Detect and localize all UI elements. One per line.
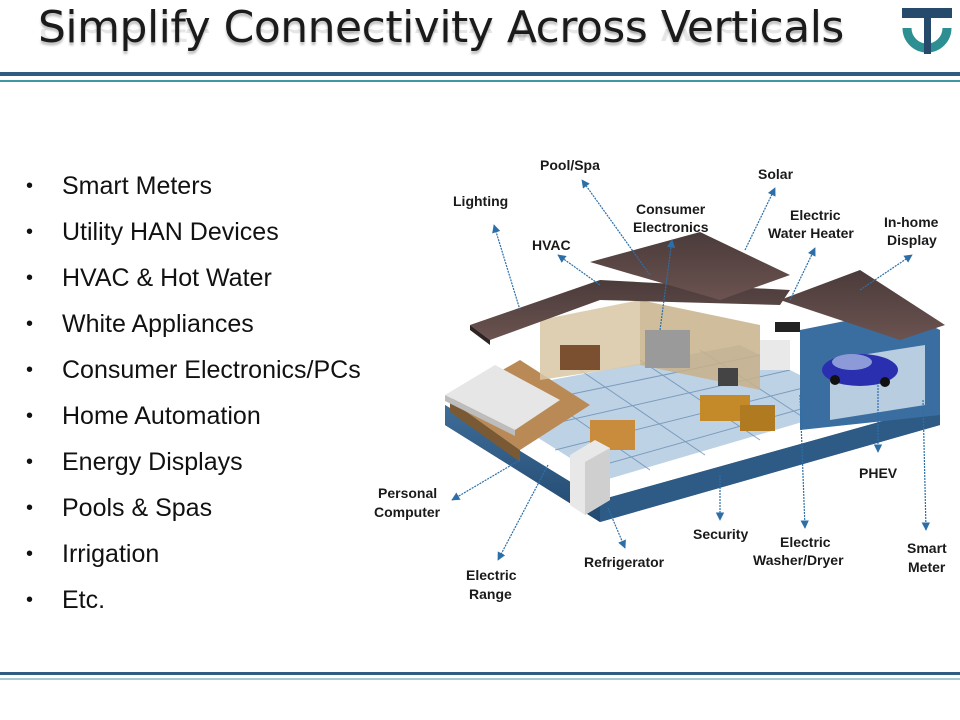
bullet-text: Home Automation	[62, 402, 261, 430]
slide-title-reflection: Simplify Connectivity Across Verticals	[38, 29, 844, 49]
label-solar: Solar	[758, 166, 794, 182]
bullet-text: Pools & Spas	[62, 494, 213, 522]
label-in-home-display-line2: Display	[887, 232, 937, 248]
label-water-heater-line2: Water Heater	[768, 225, 854, 241]
label-lighting: Lighting	[453, 193, 508, 209]
bullet-text: Irrigation	[62, 540, 160, 568]
title-rule	[0, 72, 960, 76]
list-item: • Energy Displays	[24, 442, 361, 488]
label-electric-range-line1: Electric	[466, 567, 517, 583]
arrow-smart-meter	[921, 399, 931, 531]
bullet-dot-icon: •	[26, 267, 34, 289]
list-item: • Irrigation	[24, 534, 361, 580]
company-logo	[902, 8, 952, 54]
list-item: • Consumer Electronics/PCs	[24, 350, 361, 396]
arrow-water-heater	[789, 247, 816, 301]
house-illustration	[445, 232, 945, 522]
label-pool-spa: Pool/Spa	[540, 157, 600, 173]
arrow-in-home-display	[859, 254, 913, 291]
bullet-text: Utility HAN Devices	[62, 218, 279, 246]
arrow-lighting	[492, 224, 521, 311]
label-consumer-electronics-line1: Consumer	[636, 201, 706, 217]
label-electric-range-line2: Range	[469, 586, 512, 602]
arrow-pool-spa	[581, 179, 651, 276]
label-washer-dryer-line2: Washer/Dryer	[753, 552, 844, 568]
bullet-list: • Smart Meters • Utility HAN Devices • HVAC…	[24, 166, 361, 626]
smart-home-diagram: Pool/Spa Solar Lighting Consumer Electro…	[374, 157, 947, 602]
bullet-dot-icon: •	[26, 313, 34, 335]
slide-title: Simplify Connectivity Across Verticals	[38, 2, 844, 53]
label-refrigerator: Refrigerator	[584, 554, 665, 570]
callout-arrows	[451, 179, 931, 561]
bullet-dot-icon: •	[26, 451, 34, 473]
bullet-dot-icon: •	[26, 543, 34, 565]
bullet-dot-icon: •	[26, 175, 34, 197]
arrow-solar	[744, 187, 776, 251]
label-washer-dryer-line1: Electric	[780, 534, 831, 550]
bullet-text: Smart Meters	[62, 172, 213, 200]
label-consumer-electronics-line2: Electronics	[633, 219, 709, 235]
label-hvac: HVAC	[532, 237, 571, 253]
list-item: • HVAC & Hot Water	[24, 258, 361, 304]
label-water-heater-line1: Electric	[790, 207, 841, 223]
label-smart-meter-line1: Smart	[907, 540, 947, 556]
arrow-refrigerator	[607, 507, 626, 549]
label-phev: PHEV	[859, 465, 898, 481]
footer-accent-rule	[0, 678, 960, 680]
bullet-text: Consumer Electronics/PCs	[62, 356, 361, 384]
bullet-text: Etc.	[62, 586, 106, 614]
bullet-dot-icon: •	[26, 221, 34, 243]
arrow-consumer-electronics	[659, 239, 676, 331]
footer-rule	[0, 672, 960, 675]
bullet-dot-icon: •	[26, 589, 34, 611]
bullet-text: Energy Displays	[62, 448, 243, 476]
label-security: Security	[693, 526, 748, 542]
list-item: • Etc.	[24, 580, 361, 626]
bullet-text: HVAC & Hot Water	[62, 264, 272, 292]
bullet-text: White Appliances	[62, 310, 254, 338]
arrow-electric-range	[497, 464, 549, 561]
arrow-hvac	[557, 254, 601, 286]
list-item: • White Appliances	[24, 304, 361, 350]
label-smart-meter-line2: Meter	[908, 559, 946, 575]
list-item: • Pools & Spas	[24, 488, 361, 534]
list-item: • Utility HAN Devices	[24, 212, 361, 258]
bullet-dot-icon: •	[26, 497, 34, 519]
list-item: • Home Automation	[24, 396, 361, 442]
bullet-dot-icon: •	[26, 405, 34, 427]
label-personal-computer-line1: Personal	[378, 485, 437, 501]
label-personal-computer-line2: Computer	[374, 504, 441, 520]
bullet-dot-icon: •	[26, 359, 34, 381]
list-item: • Smart Meters	[24, 166, 361, 212]
title-accent-rule	[0, 80, 960, 82]
arrow-personal-computer	[451, 459, 521, 501]
arrow-washer-dryer	[799, 394, 809, 529]
label-in-home-display-line1: In-home	[884, 214, 939, 230]
